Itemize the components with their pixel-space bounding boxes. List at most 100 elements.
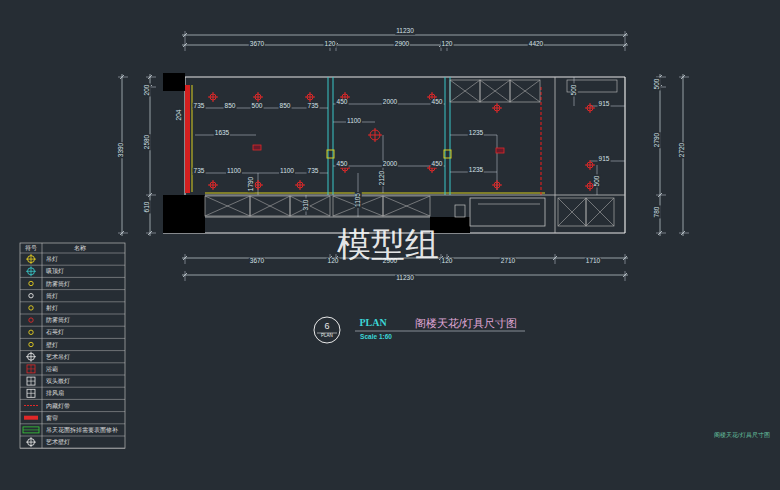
drawing-line (20, 399, 125, 400)
drawing-rect (23, 427, 39, 433)
drawing-line (20, 411, 125, 412)
drawing-line (192, 85, 193, 192)
drawing-rect (185, 85, 190, 193)
dimension-text: 120 (441, 41, 454, 48)
dimension-text: 1100 (226, 168, 242, 175)
legend-text: 艺术壁灯 (46, 439, 70, 445)
legend-symbol (29, 294, 33, 298)
dimension-text: 2720 (679, 142, 686, 158)
legend-symbol (29, 342, 33, 346)
drawing-line (213, 92, 214, 102)
drawing-line (20, 253, 125, 254)
drawing-line (205, 217, 430, 218)
dimension-text: 450 (336, 99, 349, 106)
drawing-line (185, 41, 186, 51)
drawing-line (31, 352, 32, 362)
drawing-line (624, 77, 625, 233)
drawing-line (333, 77, 334, 195)
drawing-line (185, 76, 625, 77)
drawing-line (480, 80, 510, 102)
drawing-line (625, 41, 626, 51)
dimension-text: 2000 (382, 161, 398, 168)
dimension-text: 915 (598, 101, 611, 108)
bubble-circle (314, 317, 340, 343)
drawing-rect (290, 196, 330, 216)
table-header: 名称 (74, 245, 86, 251)
dimension-text: 2580 (144, 134, 151, 150)
drawing-line (510, 80, 540, 102)
drawing-line (20, 423, 125, 424)
drawing-rect (444, 150, 451, 158)
dimension-text: 610 (144, 201, 151, 214)
dimension-text: 11230 (395, 275, 415, 282)
drawing-rect (27, 377, 35, 385)
drawing-line (205, 195, 625, 196)
drawing-line (205, 196, 250, 216)
dimension-text: 2790 (654, 132, 661, 148)
dimension-text: 1100 (346, 118, 362, 125)
dimension-text: 735 (193, 103, 206, 110)
drawing-line (118, 77, 128, 78)
drawing-rect (27, 389, 35, 397)
dimension-text: 850 (279, 103, 292, 110)
dimension-text: 2710 (500, 258, 516, 265)
drawing-line (300, 180, 301, 190)
drawing-line (20, 387, 125, 388)
legend-text: 艺术吊灯 (46, 354, 70, 360)
drawing-line (42, 243, 43, 448)
drawing-line (118, 233, 128, 234)
drawing-line (310, 92, 311, 102)
legend-text: 筒灯 (46, 293, 58, 299)
drawing-line (20, 277, 125, 278)
dimension-text: 200 (144, 84, 151, 97)
drawing-line (586, 198, 614, 226)
legend-text: 射灯 (46, 305, 58, 311)
dimension-text: 850 (224, 103, 237, 110)
legend-text: 防雾筒灯 (46, 281, 70, 287)
drawing-line (558, 198, 586, 226)
scale-note: Scale 1:60 (360, 334, 392, 341)
drawing-line (20, 314, 125, 315)
drawing-line (497, 135, 498, 190)
dimension-text: 1790 (248, 176, 255, 192)
drawing-line (383, 196, 430, 216)
drawing-line (20, 375, 125, 376)
legend-text: 浴霸 (46, 366, 58, 372)
dimension-text: 500 (594, 175, 601, 188)
table-header: 符号 (25, 245, 37, 251)
dimension-text: 450 (336, 161, 349, 168)
dimension-text: 915 (598, 156, 611, 163)
drawing-line (590, 103, 591, 113)
dimension-text: 450 (431, 99, 444, 106)
drawing-line (31, 254, 32, 264)
drawing-line (383, 196, 430, 216)
drawing-line (258, 92, 259, 102)
drawing-rect (163, 195, 205, 233)
dimension-text: 500 (654, 78, 661, 91)
drawing-line (20, 448, 125, 449)
dimension-text: 11230 (395, 28, 415, 35)
dimension-text: 1635 (214, 130, 230, 137)
drawing-line (445, 77, 446, 195)
drawing-line (205, 196, 250, 216)
drawing-line (31, 437, 32, 447)
drawing-rect (455, 205, 465, 217)
legend-symbol (29, 318, 33, 322)
drawing-line (20, 326, 125, 327)
dimension-text: 500 (571, 84, 578, 97)
dimension-text: 2120 (379, 170, 386, 186)
dimension-text: 2000 (382, 99, 398, 106)
drawing-line (258, 180, 259, 190)
section-number: 6 (324, 322, 329, 331)
drawing-line (375, 128, 376, 142)
drawing-rect (586, 198, 614, 226)
drawing-line (205, 192, 545, 193)
drawing-title: 阁楼天花/灯具尺寸图 (415, 318, 517, 329)
drawing-line (540, 87, 541, 195)
dimension-text: 500 (251, 103, 264, 110)
drawing-line (497, 103, 498, 113)
dimension-text: 120 (441, 258, 454, 265)
drawing-line (20, 265, 125, 266)
drawing-rect (480, 80, 510, 102)
